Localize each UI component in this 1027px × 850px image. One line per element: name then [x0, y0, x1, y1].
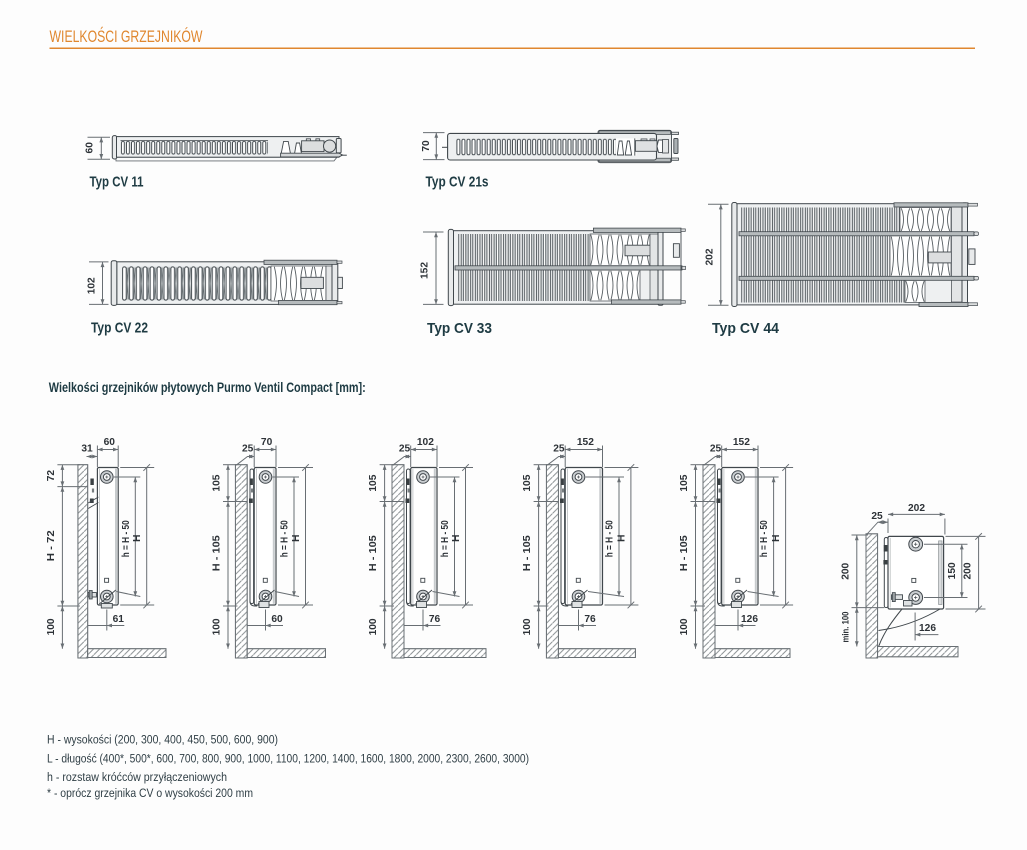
- svg-text:202: 202: [705, 248, 716, 265]
- svg-text:152: 152: [420, 262, 431, 279]
- svg-text:H: H: [291, 535, 302, 542]
- svg-text:25: 25: [871, 511, 883, 522]
- svg-text:H: H: [616, 535, 627, 542]
- svg-text:25: 25: [242, 444, 254, 455]
- svg-text:152: 152: [577, 437, 594, 448]
- svg-text:Typ CV 21s: Typ CV 21s: [426, 174, 489, 190]
- svg-text:100: 100: [212, 618, 223, 635]
- svg-text:Typ CV 11: Typ CV 11: [90, 174, 144, 190]
- svg-text:100: 100: [46, 618, 57, 635]
- svg-text:105: 105: [679, 474, 690, 491]
- svg-text:105: 105: [522, 474, 533, 491]
- svg-text:H: H: [451, 535, 462, 542]
- svg-text:72: 72: [46, 470, 57, 482]
- svg-text:200: 200: [840, 562, 851, 579]
- svg-text:h = H - 50: h = H - 50: [121, 520, 132, 557]
- svg-text:100: 100: [522, 618, 533, 635]
- svg-text:70: 70: [421, 140, 432, 152]
- svg-text:25: 25: [553, 444, 565, 455]
- svg-text:100: 100: [679, 618, 690, 635]
- svg-text:Wielkości grzejników płytowych: Wielkości grzejników płytowych Purmo Ven…: [49, 380, 366, 395]
- svg-text:H: H: [132, 535, 143, 542]
- svg-text:202: 202: [908, 503, 925, 514]
- svg-text:Typ CV 33: Typ CV 33: [427, 321, 492, 337]
- svg-text:h - rozstaw króćców przyłączen: h - rozstaw króćców przyłączeniowych: [47, 770, 227, 784]
- svg-text:100: 100: [368, 618, 379, 635]
- svg-text:60: 60: [271, 614, 283, 625]
- svg-text:L - długość (400*, 500*, 600,: L - długość (400*, 500*, 600, 700, 800, …: [47, 751, 529, 765]
- svg-text:105: 105: [212, 474, 223, 491]
- svg-text:126: 126: [741, 614, 758, 625]
- svg-text:76: 76: [429, 614, 441, 625]
- svg-text:76: 76: [584, 614, 596, 625]
- svg-text:105: 105: [368, 474, 379, 491]
- svg-text:61: 61: [113, 614, 125, 625]
- svg-text:70: 70: [261, 437, 273, 448]
- svg-text:25: 25: [710, 444, 722, 455]
- svg-text:min. 100: min. 100: [840, 612, 851, 643]
- svg-text:h = H - 50: h = H - 50: [759, 520, 770, 557]
- svg-text:h = H - 50: h = H - 50: [440, 520, 451, 557]
- svg-text:H - 105: H - 105: [679, 535, 690, 571]
- svg-text:102: 102: [417, 437, 434, 448]
- svg-text:* - oprócz grzejnika CV o wyso: * - oprócz grzejnika CV o wysokości 200 …: [47, 786, 253, 800]
- svg-text:h = H - 50: h = H - 50: [280, 520, 291, 557]
- svg-text:H - 105: H - 105: [522, 535, 533, 571]
- svg-text:h = H - 50: h = H - 50: [605, 520, 616, 557]
- svg-text:Typ CV 22: Typ CV 22: [91, 321, 148, 337]
- svg-text:102: 102: [87, 277, 98, 294]
- svg-text:H: H: [771, 535, 782, 542]
- svg-text:31: 31: [81, 444, 93, 455]
- svg-text:H - 72: H - 72: [46, 530, 57, 561]
- svg-text:WIELKOŚCI GRZEJNIKÓW: WIELKOŚCI GRZEJNIKÓW: [50, 27, 204, 46]
- svg-text:H - 105: H - 105: [212, 535, 223, 571]
- svg-text:H - 105: H - 105: [368, 535, 379, 571]
- svg-text:25: 25: [399, 444, 411, 455]
- svg-text:150: 150: [947, 562, 958, 579]
- svg-text:200: 200: [962, 562, 973, 579]
- svg-text:H - wysokości (200, 300, 400,: H - wysokości (200, 300, 400, 450, 500, …: [47, 732, 278, 746]
- svg-text:60: 60: [104, 437, 116, 448]
- svg-text:126: 126: [919, 623, 936, 634]
- svg-text:Typ CV 44: Typ CV 44: [712, 321, 780, 337]
- svg-text:152: 152: [733, 437, 750, 448]
- svg-text:60: 60: [85, 142, 96, 154]
